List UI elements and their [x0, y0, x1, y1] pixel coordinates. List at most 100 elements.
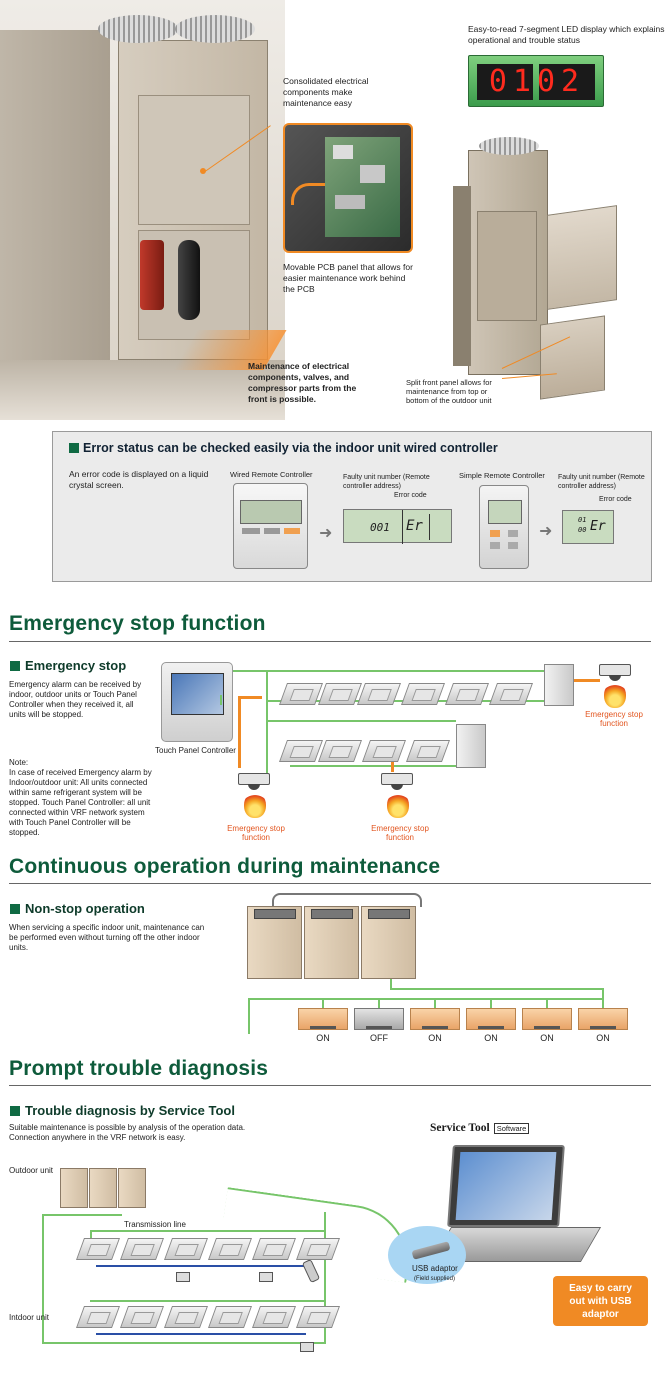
- fire-icon: [387, 792, 409, 818]
- lcd-error-code: Er: [406, 518, 423, 534]
- emergency-sensor-icon: [238, 773, 270, 790]
- indoor-unit-off: [354, 1008, 404, 1030]
- diagnosis-subtitle: Trouble diagnosis by Service Tool: [10, 1103, 235, 1118]
- outdoor-unit-illustration: [0, 0, 285, 420]
- error-code-label-2: Error code: [599, 496, 632, 503]
- usb-label: USB adaptor: [412, 1264, 458, 1273]
- nonstop-body: When servicing a specific indoor unit, m…: [9, 923, 205, 952]
- pcb-caption: Consolidated electrical components make …: [283, 76, 369, 108]
- indoor-cassette-unit: [278, 740, 324, 762]
- continuous-section-title: Continuous operation during maintenance: [9, 855, 441, 878]
- outdoor-unit: [544, 664, 574, 706]
- esf-label-3: Emergency stop function: [371, 824, 429, 842]
- fire-icon: [604, 682, 626, 708]
- lcd-simple-top: 01: [578, 516, 587, 524]
- emergency-sensor-icon: [381, 773, 413, 790]
- unit-state: ON: [484, 1033, 498, 1043]
- indoor-cassette-unit: [207, 1306, 253, 1328]
- error-status-box: Error status can be checked easily via t…: [52, 431, 652, 582]
- indoor-cassette-unit: [75, 1238, 121, 1260]
- esf-label-1: Emergency stop function: [585, 710, 643, 728]
- indoor-unit-label: Intdoor unit: [9, 1313, 50, 1322]
- bullet-square-icon: [10, 903, 20, 914]
- bullet-square-icon: [69, 443, 79, 453]
- outdoor-unit: [60, 1168, 88, 1208]
- indoor-cassette-unit: [361, 740, 407, 762]
- laptop-illustration: [430, 1139, 602, 1269]
- nonstop-subtitle: Non-stop operation: [10, 901, 145, 916]
- indoor-unit-on: [522, 1008, 572, 1030]
- outdoor-unit: [89, 1168, 117, 1208]
- unit-state: ON: [540, 1033, 554, 1043]
- split-panel-unit: [453, 137, 548, 375]
- lcd-simple-bottom: 00: [578, 526, 587, 534]
- led-digits: 0102: [488, 64, 586, 99]
- fire-icon: [244, 792, 266, 818]
- indoor-cassette-unit: [119, 1306, 165, 1328]
- simple-remote-controller: [479, 485, 529, 569]
- indoor-unit-on: [410, 1008, 460, 1030]
- indoor-cassette-unit: [119, 1238, 165, 1260]
- outdoor-unit: [118, 1168, 146, 1208]
- bullet-square-icon: [10, 1105, 20, 1116]
- transmission-line-label: Transmission line: [124, 1220, 186, 1229]
- led-display: 0102: [468, 55, 604, 107]
- usb-callout: Easy to carry out with USB adaptor: [553, 1276, 648, 1326]
- indoor-unit-on: [298, 1008, 348, 1030]
- bullet-square-icon: [10, 660, 20, 671]
- indoor-cassette-unit: [405, 740, 451, 762]
- simple-remote-label: Simple Remote Controller: [459, 471, 545, 480]
- outdoor-unit: [304, 906, 359, 979]
- faulty-unit-label: Faulty unit number (Remote controller ad…: [343, 474, 430, 490]
- arrow-right-icon-2: ➜: [539, 523, 553, 540]
- transmission-curve: [218, 1187, 416, 1283]
- led-caption: Easy-to-read 7-segment LED display which…: [468, 24, 665, 45]
- outdoor-unit: [247, 906, 302, 979]
- unit-state: ON: [596, 1033, 610, 1043]
- wired-remote-controller: [233, 483, 308, 569]
- touch-panel-controller: [161, 662, 233, 742]
- esf-label-2: Emergency stop function: [227, 824, 285, 842]
- indoor-cassette-unit: [295, 1306, 341, 1328]
- emergency-subtitle: Emergency stop: [10, 658, 126, 673]
- pointer-dot: [200, 168, 206, 174]
- simple-lcd: 01 00 Er: [562, 510, 614, 544]
- emergency-sensor-icon: [599, 664, 631, 681]
- split-panel-caption: Split front panel allows for maintenance…: [406, 378, 492, 405]
- diagnosis-body: Suitable maintenance is possible by anal…: [9, 1123, 246, 1142]
- lcd-unit-number: 001: [370, 521, 390, 534]
- diagnosis-section-title: Prompt trouble diagnosis: [9, 1057, 269, 1080]
- indoor-unit-on: [466, 1008, 516, 1030]
- usb-sub-label: (Field supplied): [414, 1276, 456, 1282]
- outdoor-unit: [361, 906, 416, 979]
- wired-lcd: 001 Er: [343, 509, 452, 544]
- indoor-cassette-unit: [163, 1306, 209, 1328]
- lcd-simple-code: Er: [590, 519, 606, 534]
- service-tool-title: Service Tool Software: [430, 1122, 530, 1134]
- outdoor-unit: [456, 724, 486, 768]
- unit-state: ON: [316, 1033, 330, 1043]
- error-description: An error code is displayed on a liquid c…: [69, 469, 209, 490]
- front-access-caption: Maintenance of electrical components, va…: [248, 361, 357, 404]
- emergency-note-title: Note:: [9, 758, 29, 767]
- arrow-right-icon: ➜: [319, 525, 333, 542]
- emergency-note-body: In case of received Emergency alarm by I…: [9, 768, 152, 837]
- wall-controller-icon: [300, 1342, 314, 1352]
- indoor-cassette-unit: [317, 740, 363, 762]
- wired-remote-label: Wired Remote Controller: [230, 470, 313, 479]
- emergency-body: Emergency alarm can be received by indoo…: [9, 680, 142, 719]
- movable-pcb-caption: Movable PCB panel that allows for easier…: [283, 262, 413, 294]
- outdoor-unit-label: Outdoor unit: [9, 1166, 54, 1175]
- wall-controller-icon: [259, 1272, 273, 1282]
- wall-controller-icon: [176, 1272, 190, 1282]
- software-badge: Software: [493, 1122, 530, 1134]
- unit-state: OFF: [370, 1033, 388, 1043]
- split-panel-lower: [540, 315, 605, 400]
- error-status-title: Error status can be checked easily via t…: [69, 441, 498, 455]
- indoor-cassette-unit: [251, 1306, 297, 1328]
- indoor-unit-on: [578, 1008, 628, 1030]
- error-code-label: Error code: [394, 492, 427, 499]
- pcb-photo: [283, 123, 413, 253]
- indoor-cassette-unit: [163, 1238, 209, 1260]
- touch-panel-label: Touch Panel Controller: [155, 746, 236, 755]
